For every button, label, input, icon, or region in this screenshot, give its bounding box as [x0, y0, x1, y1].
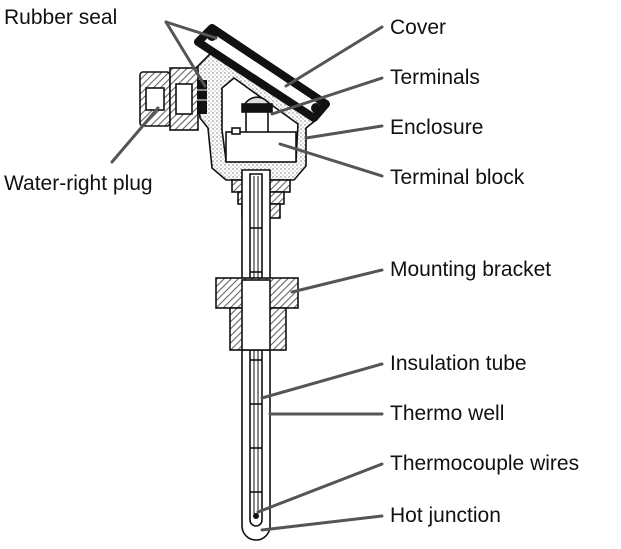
label-enclosure: Enclosure [390, 116, 483, 139]
leader-terminals [270, 76, 384, 116]
label-thermo-well: Thermo well [390, 402, 504, 425]
label-water-right-plug: Water-right plug [4, 172, 153, 195]
label-mounting-bracket: Mounting bracket [390, 258, 551, 281]
water-right-plug-body [139, 67, 207, 131]
labels: Rubber seal Water-right plug Cover Termi… [4, 6, 579, 527]
label-hot-junction: Hot junction [390, 504, 501, 527]
leader-insulation-tube [260, 362, 384, 400]
terminal-block-body [225, 127, 297, 163]
leader-mounting-bracket [290, 268, 384, 294]
label-insulation-tube: Insulation tube [390, 352, 527, 375]
terminal-post [241, 96, 273, 135]
label-cover: Cover [390, 16, 446, 39]
leader-terminal-block [278, 142, 384, 178]
label-rubber-seal: Rubber seal [4, 6, 117, 29]
leader-rubber-seal-a [164, 20, 207, 88]
thermo-well-tube [241, 169, 271, 541]
leader-rubber-seal-b [164, 20, 218, 40]
leader-enclosure [304, 124, 384, 140]
leader-water-right-plug [110, 106, 160, 164]
label-thermocouple-wires: Thermocouple wires [390, 452, 579, 475]
leader-thermocouple-wires [256, 462, 384, 514]
leader-lines [110, 20, 384, 532]
label-terminals: Terminals [390, 66, 480, 89]
label-terminal-block: Terminal block [390, 166, 525, 189]
leader-cover [284, 25, 384, 88]
mounting-bracket-body [215, 277, 299, 351]
leader-hot-junction [260, 514, 384, 532]
